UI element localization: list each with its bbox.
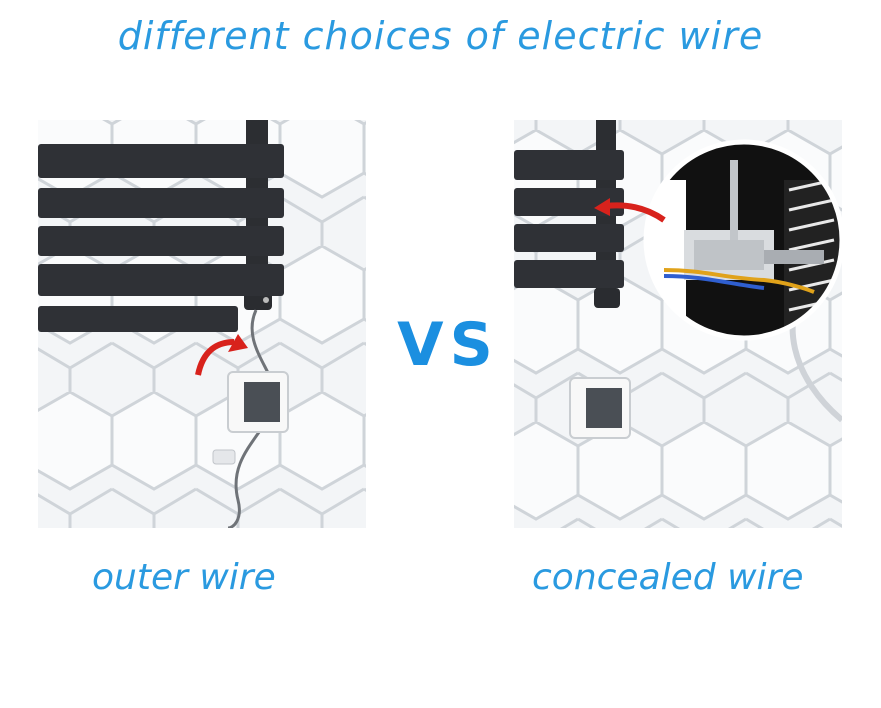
page-title: different choices of electric wire <box>117 14 764 58</box>
red-arrow-icon <box>605 202 666 223</box>
concealed-wire-caption: concealed wire <box>532 557 804 598</box>
red-arrow-icon <box>195 339 235 376</box>
outer-wire <box>227 309 278 528</box>
radiator-bars <box>38 144 284 332</box>
outer-wire-caption: outer wire <box>92 557 276 598</box>
wall-socket-icon <box>569 377 631 439</box>
wall-socket-icon <box>227 371 289 433</box>
vs-label: VS <box>397 310 499 380</box>
outer-wire-photo <box>38 120 366 528</box>
concealed-wire-photo <box>514 120 842 528</box>
